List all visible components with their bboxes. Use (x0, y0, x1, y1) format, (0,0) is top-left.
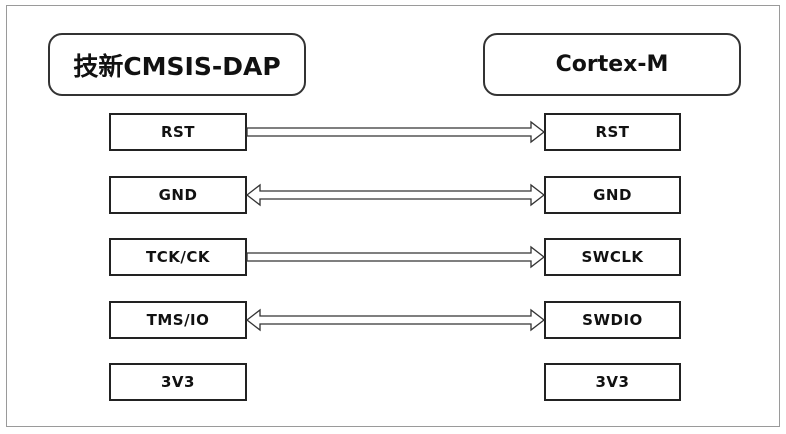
pin-label: SWDIO (582, 311, 643, 329)
connection-arrow-right (246, 120, 546, 144)
pin-label: RST (595, 123, 630, 141)
debugger-title: 技新CMSIS-DAP (73, 51, 281, 81)
pin-label: GND (158, 186, 198, 204)
debugger-title-box: 技新CMSIS-DAP (48, 33, 306, 96)
debugger-pin-tck: TCK/CK (109, 238, 247, 276)
target-title-box: Cortex-M (483, 33, 741, 96)
target-pin-gnd: GND (544, 176, 681, 214)
target-title: Cortex-M (555, 52, 669, 77)
pin-label: 3V3 (595, 373, 630, 391)
connection-arrow-bidirectional (245, 183, 546, 207)
pin-label: TMS/IO (146, 311, 210, 329)
target-pin-swclk: SWCLK (544, 238, 681, 276)
debugger-pin-3v3: 3V3 (109, 363, 247, 401)
debugger-pin-rst: RST (109, 113, 247, 151)
pin-label: GND (593, 186, 632, 204)
target-pin-swdio: SWDIO (544, 301, 681, 339)
connection-arrow-bidirectional (245, 308, 546, 332)
pin-label: SWCLK (581, 248, 644, 266)
connection-arrow-right (246, 245, 546, 269)
pin-label: 3V3 (161, 373, 195, 391)
debugger-pin-gnd: GND (109, 176, 247, 214)
debugger-pin-tms: TMS/IO (109, 301, 247, 339)
pin-label: RST (160, 123, 196, 141)
target-pin-rst: RST (544, 113, 681, 151)
pin-label: TCK/CK (146, 248, 210, 266)
target-pin-3v3: 3V3 (544, 363, 681, 401)
